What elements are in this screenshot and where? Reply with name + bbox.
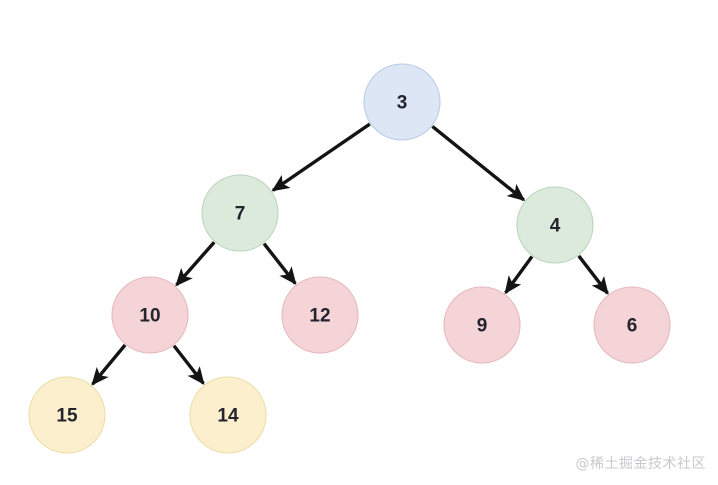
tree-node-14[interactable]: 14 — [189, 376, 267, 454]
tree-node-4[interactable]: 4 — [516, 186, 594, 264]
tree-node-10[interactable]: 10 — [111, 276, 189, 354]
tree-edge — [504, 255, 534, 295]
tree-edge — [175, 241, 216, 287]
node-circle[interactable] — [363, 63, 441, 141]
node-circle[interactable] — [516, 186, 594, 264]
node-circle[interactable] — [189, 376, 267, 454]
node-label: 3 — [397, 93, 408, 114]
tree-node-12[interactable]: 12 — [281, 276, 359, 354]
tree-node-7[interactable]: 7 — [201, 174, 279, 252]
tree-edge — [262, 242, 297, 285]
tree-edge — [172, 344, 205, 385]
node-label: 15 — [56, 406, 78, 427]
node-circle[interactable] — [111, 276, 189, 354]
tree-edge — [577, 254, 609, 295]
node-label: 7 — [235, 204, 246, 225]
node-label: 9 — [477, 316, 488, 337]
edges-layer — [91, 122, 609, 386]
watermark-text: @稀土掘金技术社区 — [575, 456, 706, 472]
tree-node-6[interactable]: 6 — [593, 286, 671, 364]
node-circle[interactable] — [201, 174, 279, 252]
node-circle[interactable] — [281, 276, 359, 354]
node-circle[interactable] — [443, 286, 521, 364]
node-label: 6 — [627, 316, 638, 337]
node-circle[interactable] — [28, 376, 106, 454]
node-circle[interactable] — [593, 286, 671, 364]
tree-edge — [271, 122, 371, 192]
node-label: 10 — [139, 306, 160, 327]
tree-node-15[interactable]: 15 — [28, 376, 106, 454]
tree-node-3[interactable]: 3 — [363, 63, 441, 141]
node-label: 14 — [217, 406, 239, 427]
tree-edge — [91, 343, 127, 386]
nodes-layer: 3 7 4 10 12 9 6 15 14 — [28, 63, 671, 454]
node-label: 4 — [550, 216, 561, 237]
node-label: 12 — [309, 306, 330, 327]
tree-edge — [431, 125, 526, 202]
tree-node-9[interactable]: 9 — [443, 286, 521, 364]
